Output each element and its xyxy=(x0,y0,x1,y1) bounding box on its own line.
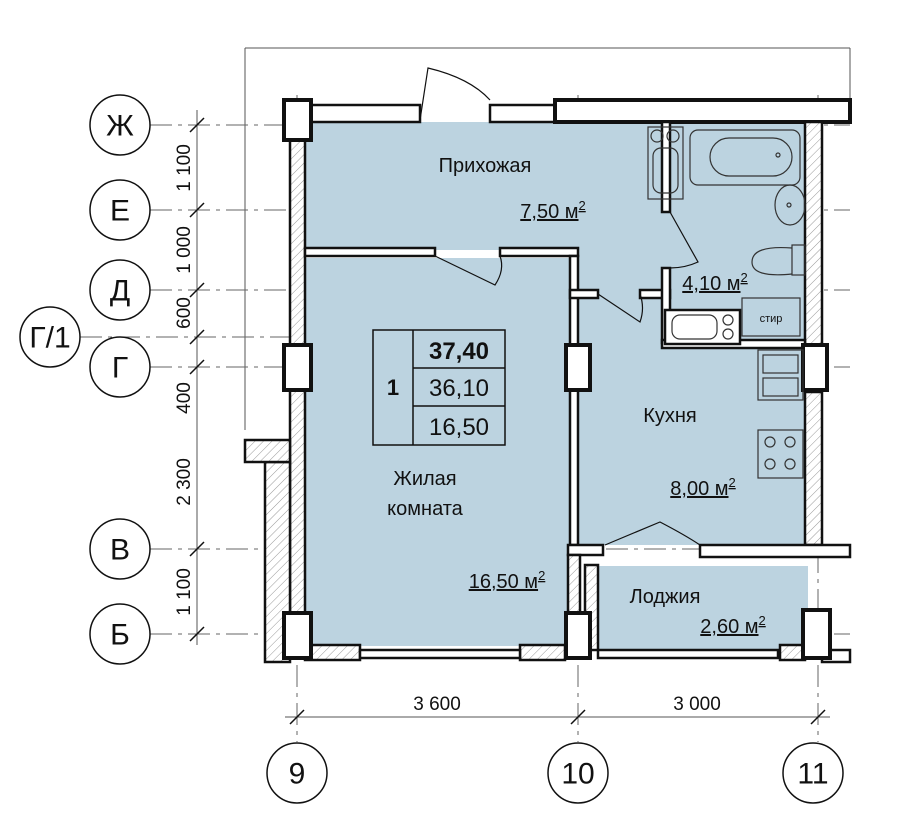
axis-bubble-zh: Ж xyxy=(89,94,151,156)
axis-bubble-g: Г xyxy=(89,336,151,398)
horizontal-dimensions: 3 600 3 000 xyxy=(285,694,830,725)
walls xyxy=(243,98,852,664)
axis-bubble-9: 9 xyxy=(266,742,328,804)
area-summary-table: 1 37,40 36,10 16,50 xyxy=(372,329,506,446)
hallway-area: 7,50 м2 xyxy=(520,198,585,223)
columns xyxy=(282,98,832,660)
vertical-dimensions: 1 100 1 000 600 400 2 300 1 100 xyxy=(174,110,205,645)
living-total-area: 36,10 xyxy=(429,375,489,402)
bathroom-area: 4,10 м2 xyxy=(682,270,747,295)
loggia-name: Лоджия xyxy=(630,586,701,608)
doors xyxy=(419,67,701,546)
rooms-count: 1 xyxy=(387,375,399,400)
axis-bubble-e: Е xyxy=(89,179,151,241)
fixtures: стир xyxy=(647,126,806,479)
boundary-lines xyxy=(244,47,851,430)
cooktop-icon xyxy=(757,429,804,479)
bathtub-icon xyxy=(689,129,801,186)
living-room xyxy=(305,258,570,646)
room-labels: Прихожая 7,50 м2 4,10 м2 Жилая комната 1… xyxy=(387,155,766,638)
hallway-room xyxy=(305,122,668,250)
stove-icon xyxy=(647,126,684,200)
dim-v-6: 1 100 xyxy=(174,568,195,616)
sink-icon xyxy=(774,184,806,226)
dim-h-1: 3 600 xyxy=(413,694,461,715)
dim-v-4: 400 xyxy=(174,382,195,414)
svg-text:Ж: Ж xyxy=(106,110,134,143)
kitchen-sink-icon xyxy=(757,349,804,401)
dim-v-1: 1 100 xyxy=(174,144,195,192)
svg-text:Б: Б xyxy=(110,619,130,652)
washer-icon: стир xyxy=(741,297,801,337)
row-axis-bubbles: Ж Е Д Г/1 Г В Б xyxy=(19,94,151,665)
svg-text:В: В xyxy=(110,534,130,567)
toilet-icon xyxy=(751,244,806,276)
svg-text:Е: Е xyxy=(110,195,130,228)
kitchen-name: Кухня xyxy=(643,405,697,427)
svg-text:11: 11 xyxy=(797,758,828,791)
total-area: 37,40 xyxy=(429,338,489,365)
svg-text:Д: Д xyxy=(110,275,130,308)
axis-bubble-b: Б xyxy=(89,603,151,665)
living-area: 16,50 м2 xyxy=(469,568,546,593)
svg-text:9: 9 xyxy=(289,758,306,791)
svg-text:Г: Г xyxy=(112,352,128,385)
kitchen-area: 8,00 м2 xyxy=(670,475,735,500)
dim-v-3: 600 xyxy=(174,297,195,329)
washer-label: стир xyxy=(760,313,783,325)
svg-text:Г/1: Г/1 xyxy=(29,322,70,355)
svg-text:10: 10 xyxy=(561,758,594,791)
living-name-2: комната xyxy=(387,498,464,520)
dim-h-2: 3 000 xyxy=(673,694,721,715)
axis-bubble-g1: Г/1 xyxy=(19,306,81,368)
bathroom-stove-icon xyxy=(663,308,742,346)
hallway-name: Прихожая xyxy=(439,155,532,177)
living-area-value: 16,50 xyxy=(429,414,489,441)
living-name-1: Жилая xyxy=(393,468,456,490)
loggia-area: 2,60 м2 xyxy=(700,613,765,638)
axis-bubble-10: 10 xyxy=(547,742,609,804)
axis-bubble-d: Д xyxy=(89,259,151,321)
column-axis-bubbles: 9 10 11 xyxy=(266,742,844,804)
axis-bubble-v: В xyxy=(89,518,151,580)
loggia-room xyxy=(598,566,808,650)
dim-v-2: 1 000 xyxy=(174,226,195,274)
dim-v-5: 2 300 xyxy=(174,458,195,506)
axis-bubble-11: 11 xyxy=(782,742,844,804)
